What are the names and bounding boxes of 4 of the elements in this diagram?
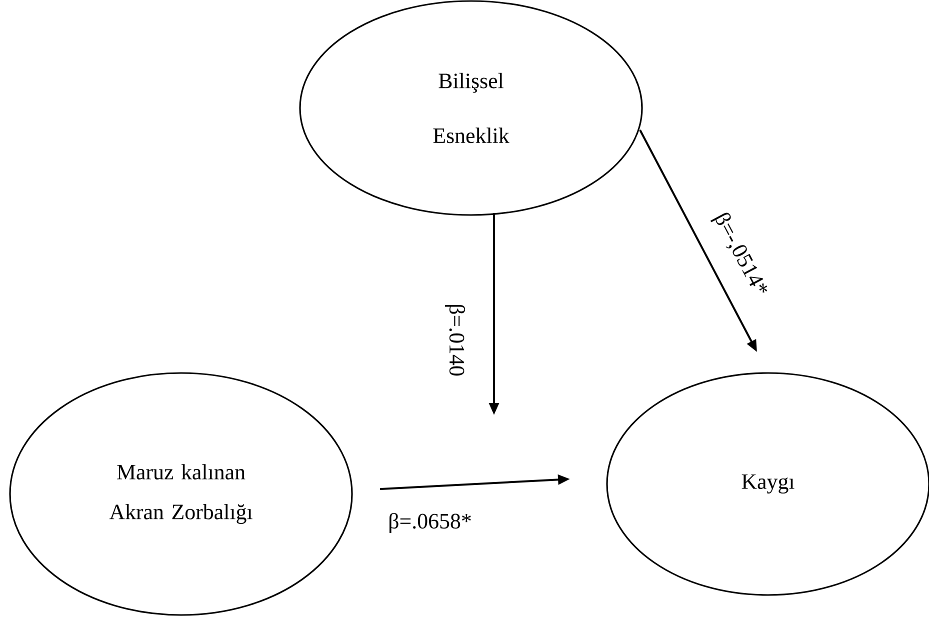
ellipse-node: Bilişsel Esneklik — [299, 0, 643, 216]
edge-label: β=.0658* — [387, 512, 473, 534]
edge-label: β=.0140 — [444, 302, 466, 378]
ellipse-node: Maruz kalınan Akran Zorbalığı — [9, 372, 353, 616]
